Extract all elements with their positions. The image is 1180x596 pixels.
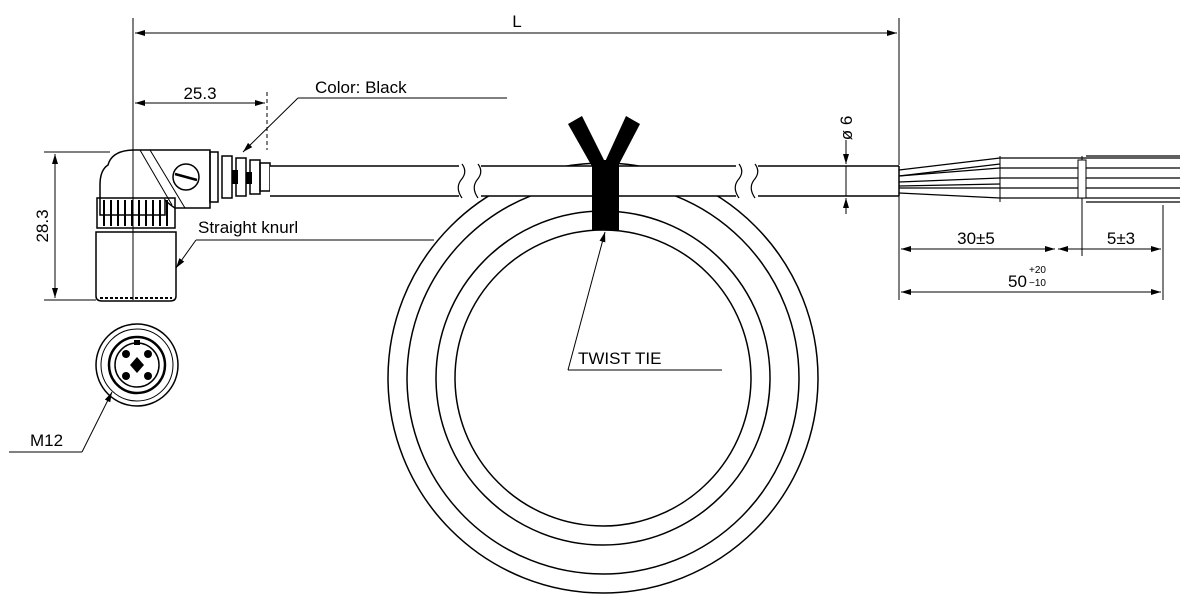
dim-5-label: 5±3: [1107, 229, 1135, 248]
thread-callout: M12: [9, 391, 113, 453]
dim-25-3-label: 25.3: [183, 84, 216, 103]
diameter-label: ø 6: [837, 116, 856, 141]
thread-label: M12: [30, 431, 63, 450]
cable: [270, 163, 900, 199]
lead-wires: [898, 155, 1180, 203]
dim-28-3-label: 28.3: [33, 209, 52, 242]
connector: [95, 149, 318, 302]
strip-dimensions: 30±5 5±3 50 +20 −10: [898, 196, 1164, 300]
twist-tie-callout: TWIST TIE: [567, 231, 722, 371]
dim-28-3: 28.3: [33, 151, 110, 301]
connector-face: [95, 323, 179, 407]
color-label: Color: Black: [315, 78, 407, 97]
twist-tie: [568, 116, 640, 230]
dim-50-label: 50: [1008, 272, 1027, 291]
length-label: L: [512, 12, 521, 31]
diameter-dimension: ø 6: [837, 116, 856, 214]
dim-30-label: 30±5: [957, 229, 995, 248]
twist-tie-label: TWIST TIE: [578, 349, 661, 368]
dim-25-3: 25.3: [135, 84, 268, 150]
knurl-callout: Straight knurl: [175, 218, 434, 269]
dim-50-minus: −10: [1029, 278, 1046, 289]
knurl-label: Straight knurl: [198, 218, 298, 237]
dim-50-plus: +20: [1029, 265, 1046, 276]
length-dimension: L: [132, 12, 900, 300]
color-callout: Color: Black: [242, 78, 507, 153]
